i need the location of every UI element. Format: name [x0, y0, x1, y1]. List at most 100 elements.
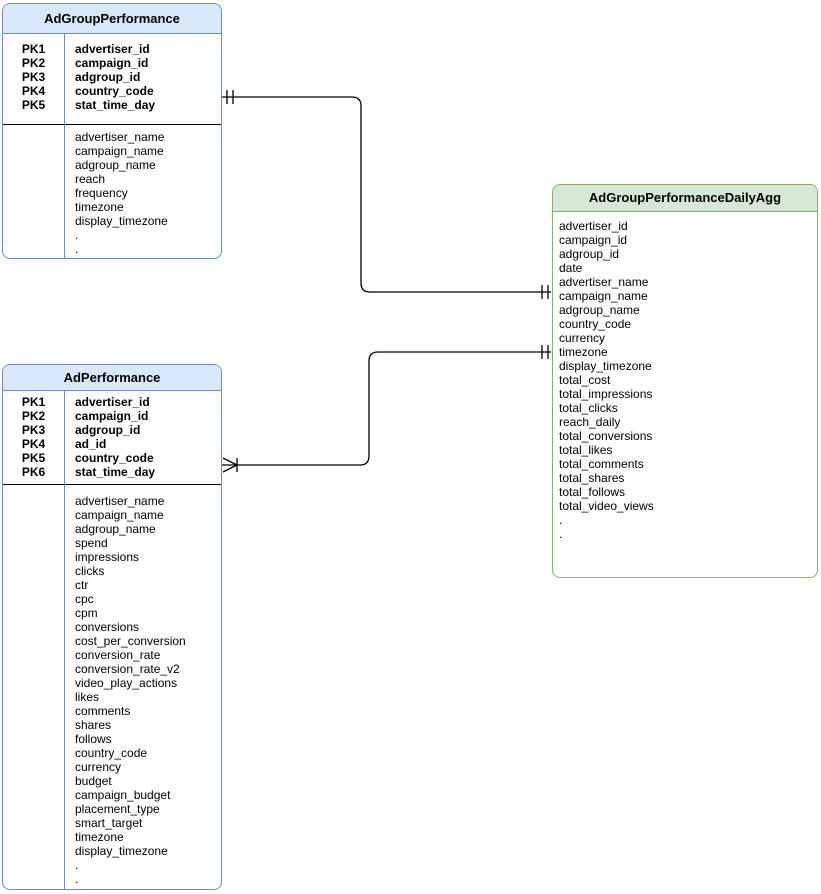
primary-key-section: PK1 advertiser_id PK2 campaign_id PK3 ad…	[3, 391, 221, 484]
column-divider	[64, 34, 65, 258]
attribute-row: currency	[559, 331, 606, 345]
attribute-row: spend	[75, 536, 108, 550]
attribute-row: advertiser_name	[559, 275, 649, 289]
entity-adgroupperformance[interactable]: AdGroupPerformance PK1 advertiser_id PK2…	[2, 3, 222, 259]
attribute-row: total_shares	[559, 471, 625, 485]
attribute-row: likes	[75, 690, 100, 704]
attribute-row: reach_daily	[559, 415, 621, 429]
entity-title: AdGroupPerformance	[3, 4, 221, 34]
attributes-section: advertiser_id campaign_id adgroup_id dat…	[553, 212, 817, 541]
attribute-row: conversion_rate	[75, 648, 161, 662]
pk-label: PK1	[21, 395, 46, 409]
primary-key-row: PK2 campaign_id	[3, 56, 221, 70]
cardinality-many-marker	[222, 457, 238, 473]
entity-adgroupperformancedailyagg[interactable]: AdGroupPerformanceDailyAgg advertiser_id…	[552, 184, 818, 578]
pk-label: PK2	[21, 409, 46, 423]
pk-label: PK4	[21, 437, 46, 451]
primary-key-row: PK5 stat_time_day	[3, 98, 221, 112]
pk-field-name: adgroup_id	[75, 70, 141, 84]
attribute-row: .	[75, 872, 79, 886]
attribute-row: placement_type	[75, 802, 160, 816]
primary-key-row: PK5 country_code	[3, 451, 221, 465]
relationship-line	[222, 96, 551, 293]
attribute-row: adgroup_name	[559, 303, 640, 317]
attribute-row: video_play_actions	[75, 676, 178, 690]
pk-field-name: adgroup_id	[75, 423, 141, 437]
attribute-row: display_timezone	[75, 214, 168, 228]
primary-key-row: PK3 adgroup_id	[3, 423, 221, 437]
attribute-row: total_clicks	[559, 401, 618, 415]
attribute-row: total_video_views	[559, 499, 654, 513]
primary-key-row: PK3 adgroup_id	[3, 70, 221, 84]
primary-key-row: PK6 stat_time_day	[3, 465, 221, 479]
attribute-row: cpc	[75, 592, 94, 606]
attribute-row: reach	[75, 172, 106, 186]
pk-label: PK1	[21, 42, 46, 56]
attribute-row: total_impressions	[559, 387, 653, 401]
pk-field-name: stat_time_day	[75, 465, 156, 479]
pk-field-name: stat_time_day	[75, 98, 156, 112]
pk-label: PK4	[21, 84, 46, 98]
pk-field-name: campaign_id	[75, 56, 149, 70]
attribute-row: comments	[75, 704, 131, 718]
attribute-row: timezone	[75, 830, 124, 844]
attribute-row: advertiser_name	[75, 494, 165, 508]
cardinality-one-marker	[541, 285, 549, 299]
attribute-row: frequency	[75, 186, 128, 200]
pk-label: PK2	[21, 56, 46, 70]
attribute-row: display_timezone	[75, 844, 168, 858]
attribute-row: adgroup_name	[75, 522, 156, 536]
attribute-row: currency	[75, 760, 122, 774]
primary-key-row: PK4 country_code	[3, 84, 221, 98]
section-divider	[3, 124, 221, 125]
cardinality-one-marker	[541, 345, 549, 359]
attribute-row: conversion_rate_v2	[75, 662, 180, 676]
attribute-row: campaign_name	[559, 289, 648, 303]
pk-field-name: country_code	[75, 84, 154, 98]
attribute-row: smart_target	[75, 816, 143, 830]
attribute-row: timezone	[559, 345, 608, 359]
primary-key-row: PK1 advertiser_id	[3, 42, 221, 56]
attribute-row: impressions	[75, 550, 140, 564]
primary-key-row: PK1 advertiser_id	[3, 395, 221, 409]
attribute-row: advertiser_name	[75, 130, 165, 144]
pk-field-name: country_code	[75, 451, 154, 465]
attribute-row: .	[75, 858, 79, 872]
attribute-row: .	[75, 228, 79, 242]
attribute-row: total_likes	[559, 443, 613, 457]
attribute-row: total_follows	[559, 485, 626, 499]
primary-key-row: PK2 campaign_id	[3, 409, 221, 423]
attribute-row: advertiser_id	[559, 219, 628, 233]
relationship-line	[222, 351, 551, 466]
relationship-adgroupperformance-dailyagg[interactable]	[222, 90, 551, 299]
attribute-row: country_code	[75, 746, 148, 760]
pk-label: PK3	[21, 70, 46, 84]
entity-title: AdGroupPerformanceDailyAgg	[553, 185, 817, 212]
attribute-row: total_comments	[559, 457, 644, 471]
primary-key-row: PK4 ad_id	[3, 437, 221, 451]
attribute-row: timezone	[75, 200, 124, 214]
entity-title: AdPerformance	[3, 365, 221, 391]
attributes-section: advertiser_name campaign_name adgroup_na…	[3, 485, 221, 886]
attribute-row: follows	[75, 732, 112, 746]
primary-key-section: PK1 advertiser_id PK2 campaign_id PK3 ad…	[3, 34, 221, 124]
relationship-adperformance-dailyagg[interactable]	[222, 345, 551, 473]
attribute-row: adgroup_name	[75, 158, 156, 172]
attribute-row: total_cost	[559, 373, 611, 387]
attribute-row: country_code	[559, 317, 632, 331]
attribute-row: shares	[75, 718, 112, 732]
attribute-row: .	[559, 513, 563, 527]
attribute-row: budget	[75, 774, 112, 788]
section-divider	[3, 484, 221, 485]
attribute-row: cost_per_conversion	[75, 634, 186, 648]
attribute-row: .	[75, 242, 79, 256]
pk-field-name: advertiser_id	[75, 42, 150, 56]
attribute-row: campaign_name	[75, 144, 164, 158]
column-divider	[64, 391, 65, 889]
pk-field-name: campaign_id	[75, 409, 149, 423]
entity-adperformance[interactable]: AdPerformance PK1 advertiser_id PK2 camp…	[2, 364, 222, 890]
attribute-row: campaign_name	[75, 508, 164, 522]
attribute-row: campaign_id	[559, 233, 628, 247]
